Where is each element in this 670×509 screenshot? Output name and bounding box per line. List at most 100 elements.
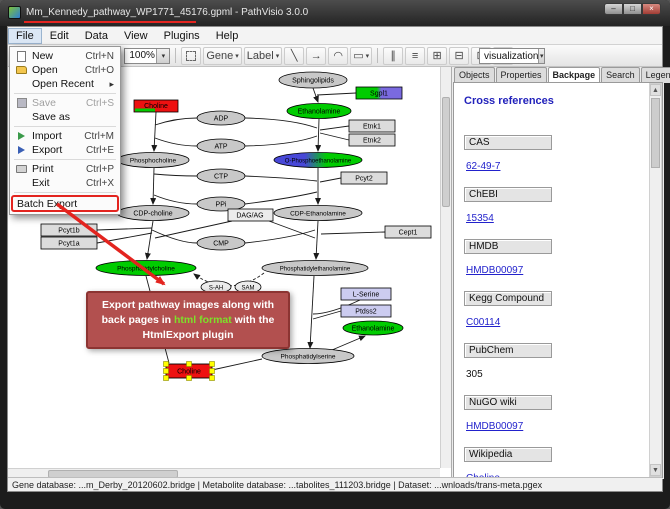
toolbar-separator xyxy=(377,48,379,63)
selection-tool-button[interactable] xyxy=(181,46,202,65)
tab-properties[interactable]: Properties xyxy=(495,67,547,83)
tab-search[interactable]: Search xyxy=(601,67,640,83)
menu-plugins[interactable]: Plugins xyxy=(163,29,200,42)
xref-source-nugo: NuGO wiki xyxy=(464,395,552,410)
canvas-vertical-scrollbar[interactable] xyxy=(440,67,451,468)
node-etnk2[interactable] xyxy=(348,133,396,147)
zoom-select[interactable]: 100% ▾ xyxy=(124,47,171,64)
xref-link-hmdb[interactable]: HMDB00097 xyxy=(466,265,524,276)
file-menu-save[interactable]: Save Ctrl+S xyxy=(10,96,120,110)
print-icon xyxy=(14,163,29,175)
tab-backpage[interactable]: Backpage xyxy=(547,67,601,83)
node-phosphatidylserine-label: Phosphatidylserine xyxy=(281,354,336,361)
line-tool-button[interactable]: ╲ xyxy=(284,46,305,65)
xref-source-wikipedia: Wikipedia xyxy=(464,447,552,462)
menu-item-label: Print xyxy=(32,163,54,175)
menu-edit[interactable]: Edit xyxy=(49,29,69,42)
backpage-scrollbar[interactable]: ▲ ▼ xyxy=(649,83,662,477)
menu-item-shortcut: Ctrl+X xyxy=(85,177,114,189)
callout-text: Export pathway images along with back pa… xyxy=(101,299,275,326)
file-menu-open[interactable]: Open Ctrl+O xyxy=(10,63,120,77)
window-title: Mm_Kennedy_pathway_WP1771_45176.gpml - P… xyxy=(26,7,309,18)
menu-data[interactable]: Data xyxy=(84,29,108,42)
common-width-button[interactable]: ⊞ xyxy=(427,46,448,65)
xref-link-cas[interactable]: 62-49-7 xyxy=(466,161,501,172)
node-atp-label: ATP xyxy=(214,144,227,151)
selection-handles[interactable] xyxy=(163,361,215,381)
file-menu-exit[interactable]: Exit Ctrl+X xyxy=(10,176,120,190)
node-ppi-label: PPi xyxy=(216,202,227,209)
node-ethanolamine-right[interactable] xyxy=(342,320,404,336)
node-phosphatidylethanolamine[interactable] xyxy=(261,260,369,276)
align-horizontal-button[interactable]: ≡ xyxy=(405,46,426,65)
scroll-up-icon[interactable]: ▲ xyxy=(650,84,661,96)
node-o-phosphoethanolamine[interactable] xyxy=(273,152,363,168)
callout-highlight-text: html format xyxy=(174,314,232,326)
file-menu-import[interactable]: Import Ctrl+M xyxy=(10,129,120,143)
close-button[interactable]: × xyxy=(642,3,661,15)
file-menu-export[interactable]: Export Ctrl+E xyxy=(10,143,120,157)
node-ctp[interactable] xyxy=(196,168,246,184)
file-menu-open-recent[interactable]: Open Recent ▸ xyxy=(10,77,120,91)
node-cmp[interactable] xyxy=(196,235,246,251)
node-etnk1[interactable] xyxy=(348,119,396,133)
node-ethanolamine-top[interactable] xyxy=(286,103,352,119)
xref-link-chebi[interactable]: 15354 xyxy=(466,213,494,224)
file-menu-save-as[interactable]: Save as xyxy=(10,110,120,124)
pathway-edges xyxy=(96,87,386,371)
gene-datanode-dropdown[interactable]: Gene ▾ xyxy=(203,46,242,65)
node-ptdss2[interactable] xyxy=(340,304,392,318)
menu-item-label: Exit xyxy=(32,177,50,189)
xref-link-kegg[interactable]: C00114 xyxy=(466,317,501,328)
menu-separator xyxy=(14,159,116,160)
statusbar-text: Gene database: ...m_Derby_20120602.bridg… xyxy=(12,479,543,490)
file-menu-print[interactable]: Print Ctrl+P xyxy=(10,162,120,176)
visualization-select[interactable]: visualization ▾ xyxy=(479,48,545,64)
side-panel: Objects Properties Backpage Search Legen… xyxy=(452,67,670,479)
node-ppi[interactable] xyxy=(196,196,246,212)
tab-legend[interactable]: Legend xyxy=(640,67,670,83)
node-cept1[interactable] xyxy=(384,225,432,239)
file-menu-new[interactable]: New Ctrl+N xyxy=(10,49,120,63)
xref-link-nugo[interactable]: HMDB00097 xyxy=(466,421,524,432)
menu-item-label: Export xyxy=(32,144,63,156)
arrow-tool-button[interactable]: → xyxy=(306,46,327,65)
chevron-down-icon[interactable]: ▾ xyxy=(538,49,544,63)
node-cdp-ethanolamine[interactable] xyxy=(273,205,363,221)
node-sphingolipids[interactable] xyxy=(278,71,348,89)
node-sgpl1-label: Sgpl1 xyxy=(370,91,388,98)
pathway-canvas[interactable]: Sphingolipids Sgpl1 Choline Ethanolamine… xyxy=(8,67,452,479)
node-ethanolamine-top-label: Ethanolamine xyxy=(298,109,341,116)
scrollbar-thumb[interactable] xyxy=(442,97,450,207)
node-dag[interactable] xyxy=(227,208,274,222)
node-dag-label: DAG/AG xyxy=(236,213,263,220)
node-atp[interactable] xyxy=(196,138,246,154)
menu-help[interactable]: Help xyxy=(215,29,239,42)
xref-entry: ChEBI 15354 xyxy=(464,187,638,226)
menu-file[interactable]: File xyxy=(8,27,42,44)
arc-tool-button[interactable]: ◠ xyxy=(328,46,349,65)
node-l-serine[interactable] xyxy=(340,287,392,301)
node-phosphatidylserine[interactable] xyxy=(261,348,355,364)
node-sgpl1[interactable] xyxy=(355,86,403,100)
node-adp[interactable] xyxy=(196,110,246,126)
tab-objects[interactable]: Objects xyxy=(454,67,495,83)
shape-dropdown[interactable]: ▭ ▾ xyxy=(350,46,373,65)
align-vertical-button[interactable]: ∥ xyxy=(383,46,404,65)
import-icon xyxy=(14,130,29,142)
node-pcyt2[interactable] xyxy=(340,171,388,185)
scrollbar-thumb[interactable] xyxy=(651,98,660,168)
node-sam-label: SAM xyxy=(241,286,254,292)
node-phosphatidylethanolamine-label: Phosphatidylethanolamine xyxy=(280,267,351,273)
xref-link-wikipedia[interactable]: Choline xyxy=(466,473,500,477)
node-pcyt1b-label: Pcyt1b xyxy=(58,228,80,235)
file-menu-batch-export[interactable]: Batch Export xyxy=(11,195,119,212)
chevron-down-icon[interactable]: ▾ xyxy=(156,48,170,63)
label-dropdown[interactable]: Label ▾ xyxy=(243,46,283,65)
menu-view[interactable]: View xyxy=(123,29,148,42)
common-height-button[interactable]: ⊟ xyxy=(449,46,470,65)
maximize-button[interactable]: □ xyxy=(623,3,642,15)
minimize-button[interactable]: – xyxy=(604,3,623,15)
scroll-down-icon[interactable]: ▼ xyxy=(650,464,661,476)
